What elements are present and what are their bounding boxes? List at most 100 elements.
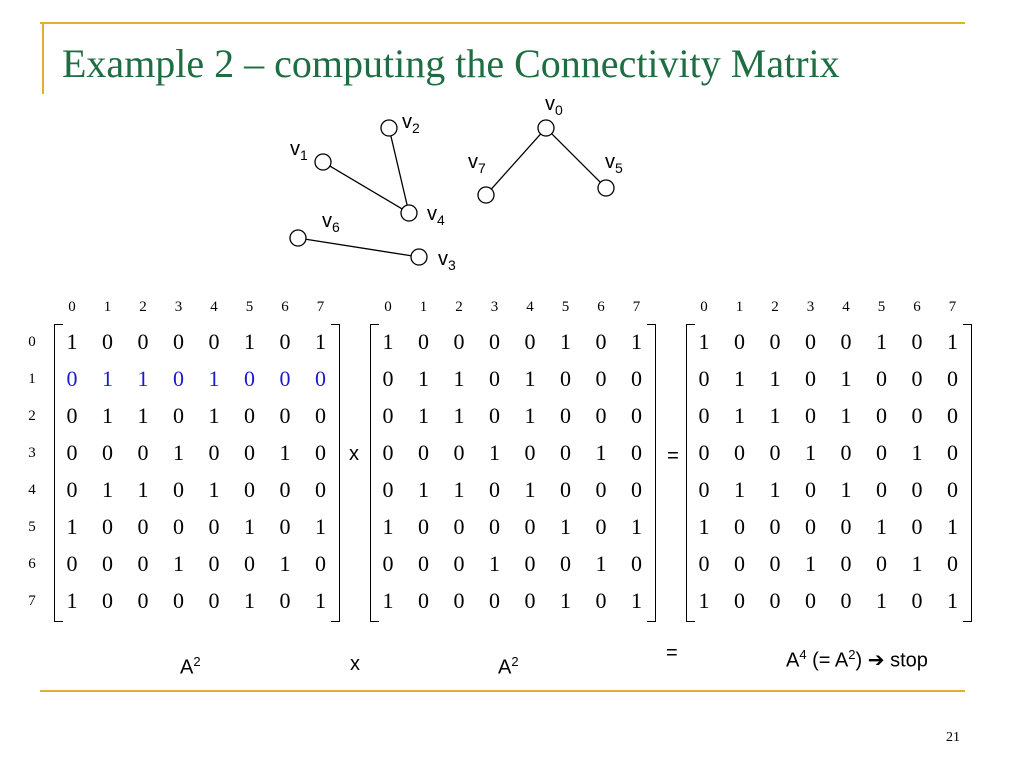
matrix-2-cell-1-1: 1: [418, 366, 429, 391]
label-a2-right: A2: [498, 650, 519, 680]
matrix-2-cell-7-4: 0: [524, 588, 536, 613]
col-header-m2-0: 0: [384, 299, 392, 315]
matrix-1-cell-3-0: 0: [66, 440, 78, 465]
col-header-m2-1: 1: [419, 299, 428, 315]
a4-mid-text: (= A: [806, 649, 849, 672]
matrix-3-cell-7-1: 0: [734, 588, 745, 613]
stop-text: stop: [884, 649, 928, 672]
matrix-3-cell-0-3: 0: [805, 329, 816, 354]
node-label-base: v: [605, 151, 615, 173]
matrix-1-cell-0-1: 0: [102, 329, 113, 354]
node-v7: [477, 186, 495, 204]
matrix-3-cell-4-5: 0: [876, 477, 887, 502]
matrix-2-cell-0-7: 1: [631, 329, 642, 354]
a2-right-base: A: [498, 656, 512, 679]
matrix-1-cell-4-1: 1: [102, 477, 113, 502]
matrix-1-cell-4-6: 0: [279, 477, 291, 502]
node-label-subscript: 3: [448, 257, 456, 273]
matrix-3-cell-3-1: 0: [734, 440, 745, 465]
matrix-1-cell-1-6: 0: [279, 366, 291, 391]
matrix-3-cell-6-6: 1: [911, 551, 923, 576]
matrix-3-cell-0-0: 1: [698, 329, 710, 354]
matrix-2-cell-3-3: 1: [489, 440, 500, 465]
node-label-base: v: [468, 151, 478, 173]
matrix-2-cell-2-3: 0: [489, 403, 500, 428]
matrix-3-cell-1-4: 1: [840, 366, 852, 391]
col-header-m1-7: 7: [316, 299, 325, 315]
matrix-3-cell-6-3: 1: [805, 551, 816, 576]
col-header-m1-5: 5: [245, 299, 254, 315]
matrix-3-cell-5-6: 0: [911, 514, 923, 539]
row-header-0: 0: [28, 334, 36, 350]
matrix-1-cell-2-2: 1: [137, 403, 149, 428]
node-label-subscript: 1: [300, 147, 308, 163]
matrix-3-cell-3-4: 0: [840, 440, 852, 465]
label-equals: =: [666, 642, 678, 664]
col-header-m1-3: 3: [174, 299, 183, 315]
matrix-3-cell-1-0: 0: [698, 366, 710, 391]
node-label-subscript: 4: [437, 212, 445, 228]
matrix-2-cell-5-6: 0: [595, 514, 607, 539]
matrix-2-right-bracket: [646, 324, 656, 622]
matrix-3-cell-2-5: 0: [876, 403, 887, 428]
matrix-3-cell-2-6: 0: [911, 403, 923, 428]
matrix-3-cell-3-2: 0: [769, 440, 781, 465]
matrix-1-cell-6-7: 0: [315, 551, 326, 576]
matrix-1-cell-7-3: 0: [173, 588, 184, 613]
matrix-1-cell-7-0: 1: [66, 588, 78, 613]
matrix-1-cell-0-3: 0: [173, 329, 184, 354]
matrix-3-cell-7-0: 1: [698, 588, 710, 613]
matrix-3-cell-1-2: 1: [769, 366, 781, 391]
node-v6: [289, 229, 307, 247]
matrix-1-cell-6-3: 1: [173, 551, 184, 576]
matrix-2-cell-3-4: 0: [524, 440, 536, 465]
a4-mid-exponent: 2: [848, 647, 856, 662]
matrix-3-cell-0-4: 0: [840, 329, 852, 354]
matrix-1-cell-6-4: 0: [208, 551, 220, 576]
matrix-2-cell-3-5: 0: [560, 440, 571, 465]
node-label-subscript: 6: [332, 219, 340, 235]
matrix-1-cell-0-5: 1: [244, 329, 255, 354]
matrix-2-cell-4-4: 1: [524, 477, 536, 502]
node-label-base: v: [402, 111, 412, 133]
matrix-2-cell-4-7: 0: [631, 477, 642, 502]
node-v5: [597, 179, 615, 197]
row-header-3: 3: [28, 445, 36, 461]
matrix-2-cell-1-7: 0: [631, 366, 642, 391]
matrix-3-cell-6-1: 0: [734, 551, 745, 576]
label-a4-result: A4 (= A2) ➔ stop: [786, 643, 928, 673]
matrix-3-cell-2-0: 0: [698, 403, 710, 428]
matrix-1-cell-2-4: 1: [208, 403, 220, 428]
matrix-3-cell-4-3: 0: [805, 477, 816, 502]
edge-v0-v7: [490, 133, 542, 190]
matrix-3-cell-3-7: 0: [947, 440, 958, 465]
matrix-3-cell-3-0: 0: [698, 440, 710, 465]
matrix-2-cell-5-5: 1: [560, 514, 571, 539]
matrix-1-cell-3-5: 0: [244, 440, 255, 465]
a4-base: A: [786, 649, 800, 672]
matrix-1-cell-2-0: 0: [66, 403, 78, 428]
matrix-2-cell-2-2: 1: [453, 403, 465, 428]
matrix-1-cell-5-4: 0: [208, 514, 220, 539]
matrix-3-cell-7-7: 1: [947, 588, 958, 613]
matrix-2-cell-4-0: 0: [382, 477, 394, 502]
matrix-3-cell-0-6: 0: [911, 329, 923, 354]
matrix-3-cell-3-6: 1: [911, 440, 923, 465]
matrix-1-cell-1-7: 0: [315, 366, 326, 391]
top-divider-line: [40, 22, 965, 24]
matrix-2-cell-0-3: 0: [489, 329, 500, 354]
matrix-3-cell-0-1: 0: [734, 329, 745, 354]
matrix-3-left-bracket: [686, 324, 695, 622]
matrix-2-cell-3-6: 1: [595, 440, 607, 465]
matrix-1-cell-1-3: 0: [173, 366, 184, 391]
col-header-m2-4: 4: [526, 299, 534, 315]
matrix-2-cell-6-6: 1: [595, 551, 607, 576]
node-label-base: v: [322, 210, 332, 232]
matrix-3-cell-4-2: 1: [769, 477, 781, 502]
matrix-3-cell-4-4: 1: [840, 477, 852, 502]
matrix-1-right-bracket: [330, 324, 340, 622]
matrix-1-cell-2-6: 0: [279, 403, 291, 428]
node-label-v2: v2: [402, 111, 420, 136]
row-header-7: 7: [28, 593, 36, 609]
matrix-2-cell-2-1: 1: [418, 403, 429, 428]
